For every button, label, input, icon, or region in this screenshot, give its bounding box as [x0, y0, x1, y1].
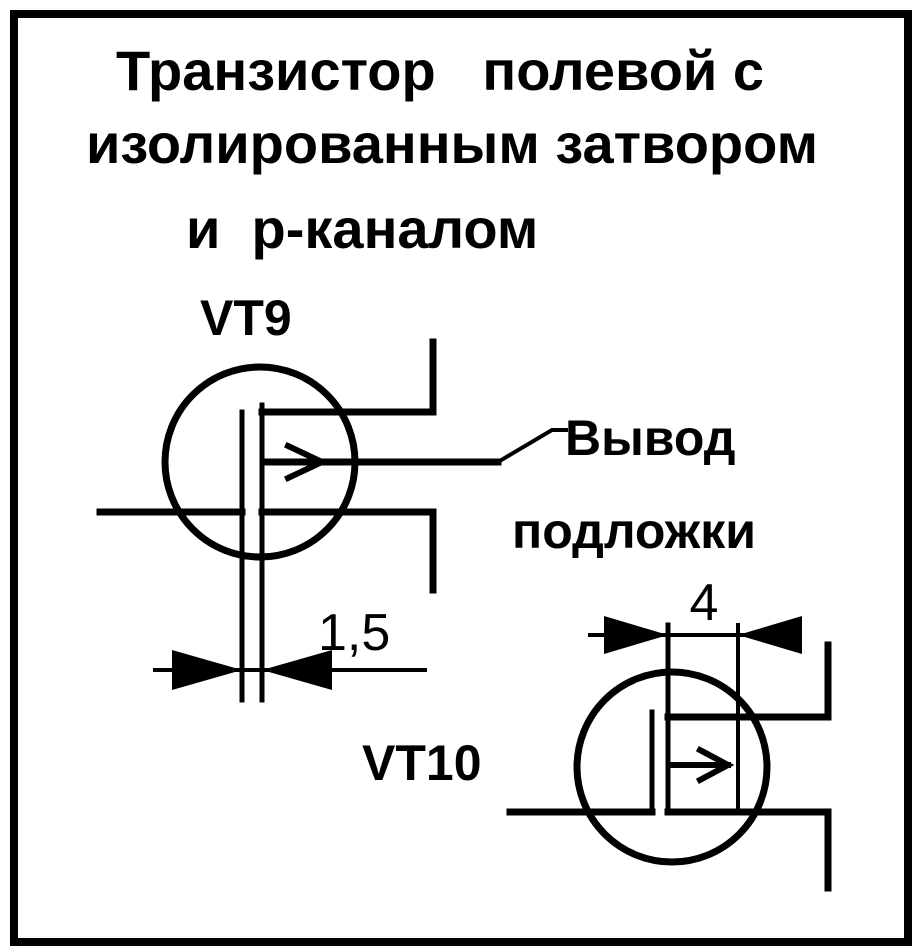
vt10-dimension-label: 4	[690, 574, 719, 632]
vt9-dimension-arrow-right	[262, 650, 332, 690]
vt9-label: VT9	[200, 290, 292, 346]
vt10-source-lead	[664, 808, 832, 892]
vt9-drain-lead	[258, 338, 437, 416]
vt10-label: VT10	[362, 735, 482, 791]
vt9-dimension-arrow-left	[172, 650, 242, 690]
substrate-leader-line	[495, 428, 568, 465]
vt9-symbol: VT9 1,5	[96, 290, 568, 703]
vt9-dimension-label: 1,5	[318, 604, 390, 662]
vt9-substrate-arrow	[284, 442, 330, 482]
title-line-1: Транзистор полевой с	[116, 39, 764, 102]
vt10-dimension-arrow-left	[604, 616, 668, 654]
substrate-annotation-line-1: Вывод	[565, 410, 736, 466]
substrate-annotation-line-2: подложки	[512, 503, 756, 559]
vt10-symbol: VT10 4	[362, 574, 832, 892]
vt10-envelope	[573, 668, 771, 866]
vt9-source-lead	[258, 508, 437, 594]
vt10-drain-lead	[664, 641, 832, 721]
title-line-2: изолированным затвором	[86, 112, 818, 175]
title-line-3: и р-каналом	[186, 197, 538, 260]
vt10-substrate-arrow	[695, 745, 735, 785]
vt10-dimension-arrow-right	[738, 616, 802, 654]
